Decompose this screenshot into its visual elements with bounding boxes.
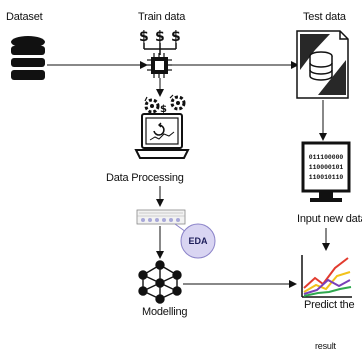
svg-text:$: $	[139, 29, 149, 45]
data-processing-label: Data Processing	[106, 172, 184, 184]
modelling-label: Modelling	[142, 306, 188, 318]
line-chart-icon	[301, 255, 352, 298]
predict-result-label-line1: Predict the	[304, 299, 355, 311]
binary-line-3: 110010110	[309, 174, 344, 181]
gears-icon: $	[144, 94, 186, 115]
eda-label: EDA	[188, 236, 208, 246]
monitor-binary-icon: 011100000 110000101 110010110	[301, 141, 351, 202]
neural-network-icon	[138, 260, 182, 304]
test-data-label: Test data	[303, 11, 346, 23]
input-new-data-label: Input new data	[297, 213, 362, 225]
dollar-coin-stack-icon: $ $ $	[139, 29, 181, 55]
train-data-label: Train data	[138, 11, 186, 23]
data-table-icon	[136, 209, 186, 225]
binary-line-2: 110000101	[309, 164, 344, 171]
svg-text:$: $	[155, 29, 165, 45]
database-icon	[11, 36, 45, 80]
laptop-analytics-icon	[134, 113, 190, 159]
svg-text:$: $	[171, 29, 181, 45]
document-database-icon	[296, 30, 349, 99]
cpu-chip-icon	[147, 53, 172, 78]
eda-bubble: EDA	[174, 223, 216, 259]
predict-result-label-line2: result	[315, 341, 336, 351]
dataset-label: Dataset	[6, 11, 43, 23]
svg-text:$: $	[160, 104, 167, 115]
binary-line-1: 011100000	[309, 154, 344, 161]
